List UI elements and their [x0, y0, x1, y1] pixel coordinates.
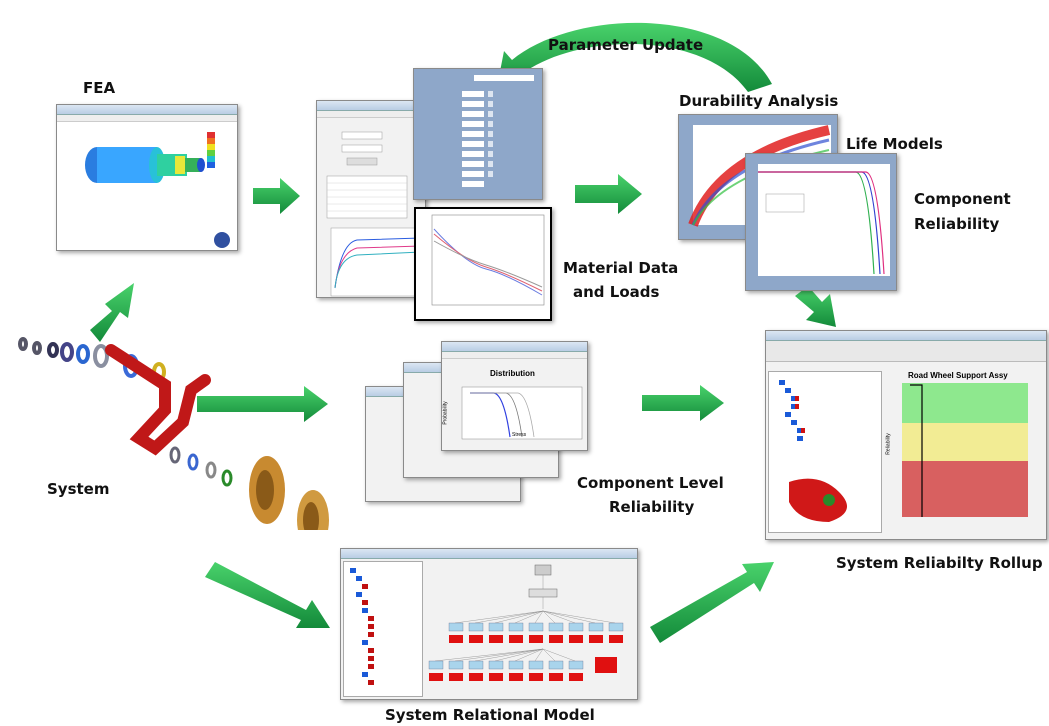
material-parameter-rows — [462, 75, 534, 187]
life-models-plot-window — [745, 153, 897, 291]
material-label-2: and Loads — [573, 283, 660, 301]
rollup-chart-title: Road Wheel Support Assy — [908, 371, 1008, 380]
component-level-label-2: Reliability — [609, 498, 695, 516]
distribution-plot — [461, 386, 583, 440]
system-to-fea-arrow — [90, 283, 134, 342]
system-to-relational-arrow — [205, 562, 330, 628]
fea-to-material-arrow — [253, 178, 300, 214]
distribution-y-label: Probability — [442, 401, 449, 425]
fea-label: FEA — [83, 79, 116, 97]
component-reliability-label-1: Component — [914, 190, 1011, 208]
relational-window — [340, 548, 638, 700]
system-assembly-image — [18, 337, 329, 530]
material-main-window — [316, 100, 426, 298]
fea-screenshot — [56, 104, 238, 251]
rollup-window: Road Wheel Support Assy Reliability — [765, 330, 1047, 540]
relational-tree-items — [350, 568, 374, 685]
component-window-front: Distribution Probability Stress — [441, 341, 588, 451]
durability-label: Durability Analysis — [679, 92, 839, 110]
system-to-component-arrow — [197, 386, 328, 422]
relational-label: System Relational Model — [385, 706, 595, 724]
life-models-curves — [758, 164, 890, 276]
material-plot-window — [414, 207, 552, 321]
rollup-tree-items — [779, 380, 847, 522]
relational-tree-panel — [343, 561, 423, 697]
component-level-label-1: Component Level — [577, 474, 724, 492]
fea-model-image — [85, 132, 230, 248]
distribution-x-label: Stress — [512, 432, 527, 438]
component-reliability-label-2: Reliability — [914, 215, 1000, 233]
material-main-content — [326, 131, 424, 297]
material-curves-plot — [431, 214, 545, 306]
rollup-zones-chart — [902, 383, 1028, 517]
material-label-1: Material Data — [563, 259, 679, 277]
system-rollup-label: System Reliabilty Rollup — [836, 554, 1043, 572]
rollup-tree-panel — [768, 371, 882, 533]
parameter-update-arrow — [496, 22, 772, 93]
distribution-title: Distribution — [490, 369, 535, 378]
life-models-label: Life Models — [846, 135, 943, 153]
system-label: System — [47, 480, 110, 498]
parameter-update-label: Parameter Update — [548, 36, 704, 54]
durability-to-rollup-arrow — [795, 286, 836, 327]
relational-to-rollup-arrow — [650, 562, 774, 643]
relational-graph — [428, 564, 624, 681]
material-to-durability-arrow — [575, 174, 642, 214]
material-parameters-window — [413, 68, 543, 200]
component-to-rollup-arrow — [642, 385, 724, 421]
